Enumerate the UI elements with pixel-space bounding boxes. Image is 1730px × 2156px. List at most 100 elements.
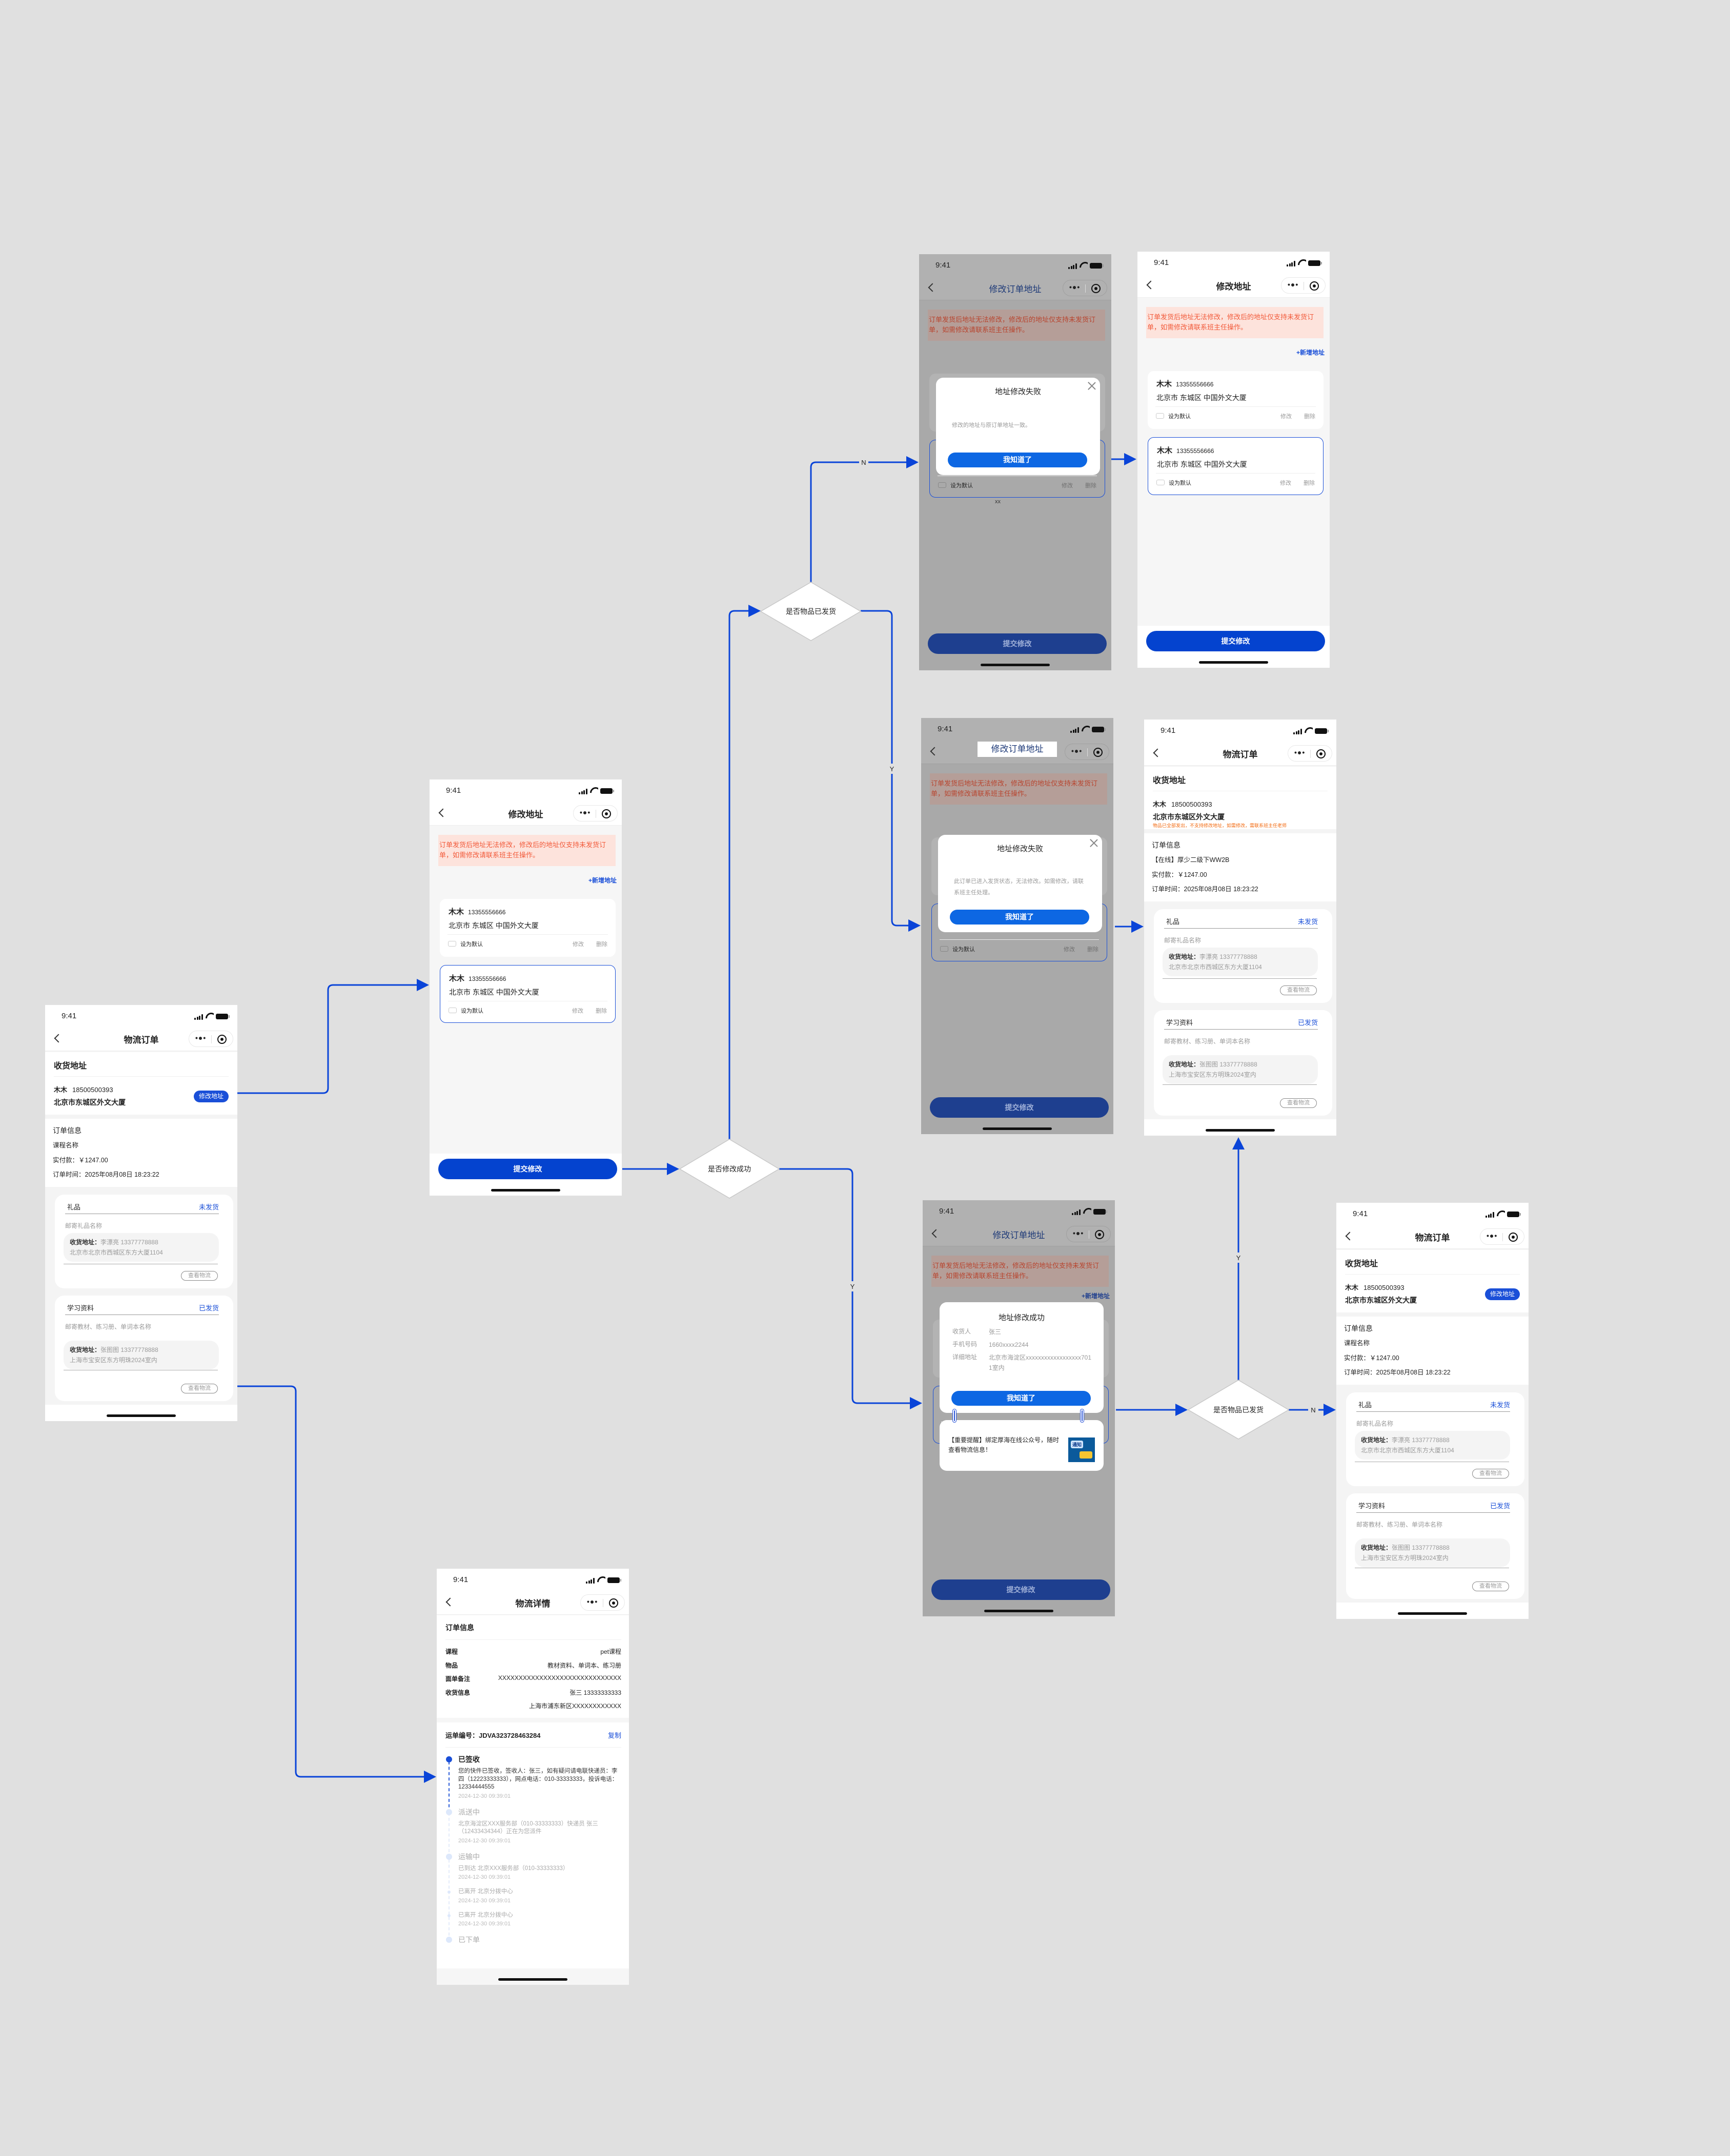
paid-amount: 实付款：￥1247.00: [1152, 871, 1207, 878]
delete-link[interactable]: 删除: [1304, 480, 1315, 486]
more-icon[interactable]: •●•: [580, 808, 591, 816]
more-icon[interactable]: •●•: [1487, 1231, 1498, 1240]
mini-program-capsule[interactable]: •●•: [580, 1594, 625, 1611]
add-address-link[interactable]: +新增地址: [588, 877, 617, 884]
edit-link[interactable]: 修改: [1280, 480, 1291, 486]
mini-program-capsule[interactable]: •●•: [1063, 280, 1107, 296]
close-icon[interactable]: [1088, 382, 1096, 390]
delete-link[interactable]: 删除: [1085, 483, 1096, 489]
page-title: 修改订单地址: [989, 284, 1042, 294]
more-icon[interactable]: •●•: [1288, 280, 1299, 289]
edit-link[interactable]: 修改: [1280, 414, 1292, 420]
submit-button[interactable]: 提交修改: [438, 1159, 617, 1179]
acknowledge-button[interactable]: 我知道了: [950, 910, 1089, 925]
address-line: 收货地址：李漂亮 13377778888: [1169, 952, 1312, 962]
mini-program-capsule[interactable]: •●•: [189, 1031, 233, 1047]
receiver-phone: 18500500393: [1363, 1284, 1405, 1291]
delete-link[interactable]: 删除: [1304, 414, 1315, 420]
address-detail: 上海市宝安区东方明珠2024室内: [1361, 1554, 1449, 1562]
close-target-icon[interactable]: [602, 809, 611, 818]
info-value: pet课程: [600, 1648, 621, 1655]
address-detail: 北京市北京市西城区东方大厦1104: [1169, 963, 1262, 971]
package-title: 学习资料: [1166, 1019, 1193, 1026]
close-target-icon[interactable]: [1316, 749, 1326, 758]
default-checkbox[interactable]: [1156, 413, 1164, 419]
mini-program-capsule[interactable]: •●•: [1288, 745, 1332, 762]
branch-label-y: Y: [890, 765, 894, 773]
home-indicator: [107, 1414, 176, 1417]
edit-link[interactable]: 修改: [1062, 483, 1073, 489]
add-address-link[interactable]: +新增地址: [1081, 1292, 1110, 1300]
acknowledge-button[interactable]: 我知道了: [951, 1391, 1091, 1406]
view-logistics-button[interactable]: 查看物流: [181, 1271, 218, 1281]
add-address-link[interactable]: +新增地址: [1296, 349, 1325, 356]
submit-button[interactable]: 提交修改: [931, 1579, 1110, 1600]
package-status: 未发货: [1297, 918, 1318, 926]
default-checkbox[interactable]: [938, 482, 946, 488]
edit-address-button[interactable]: 修改地址: [1485, 1288, 1520, 1300]
more-icon[interactable]: •●•: [1073, 1229, 1084, 1237]
more-icon[interactable]: •●•: [1294, 748, 1306, 756]
mini-program-capsule[interactable]: •●•: [1281, 277, 1326, 294]
back-icon[interactable]: [438, 808, 447, 817]
divider: [1164, 928, 1318, 929]
card-phone: 13355556666: [1176, 447, 1214, 455]
close-target-icon[interactable]: [1091, 284, 1101, 293]
view-logistics-button[interactable]: 查看物流: [181, 1384, 218, 1393]
submit-button[interactable]: 提交修改: [930, 1097, 1109, 1118]
home-indicator: [981, 664, 1050, 666]
back-icon[interactable]: [931, 1229, 941, 1238]
edit-address-button[interactable]: 修改地址: [194, 1091, 229, 1102]
mini-program-capsule[interactable]: •●•: [573, 805, 618, 822]
info-label: 面单备注: [445, 1675, 471, 1682]
delete-link[interactable]: 删除: [596, 1008, 607, 1014]
address-line: 收货地址：张图图 13377778888: [70, 1345, 213, 1355]
more-icon[interactable]: •●•: [1069, 283, 1081, 291]
back-icon[interactable]: [54, 1034, 63, 1043]
mini-program-capsule[interactable]: •●•: [1065, 744, 1109, 760]
default-checkbox[interactable]: [449, 1008, 457, 1013]
mini-program-capsule[interactable]: •●•: [1066, 1226, 1111, 1242]
view-logistics-button[interactable]: 查看物流: [1280, 985, 1317, 995]
acknowledge-button[interactable]: 我知道了: [948, 453, 1087, 467]
edit-link[interactable]: 修改: [573, 941, 584, 948]
close-icon[interactable]: [1090, 839, 1098, 847]
edit-link[interactable]: 修改: [1064, 947, 1075, 953]
default-checkbox[interactable]: [448, 941, 456, 947]
edit-link[interactable]: 修改: [572, 1008, 583, 1014]
more-icon[interactable]: •●•: [1071, 747, 1083, 755]
delete-link[interactable]: 删除: [596, 941, 607, 948]
close-target-icon[interactable]: [1093, 748, 1103, 757]
view-logistics-button[interactable]: 查看物流: [1280, 1098, 1317, 1108]
decision-shipped-bottom: [1187, 1380, 1290, 1440]
copy-button[interactable]: 复制: [607, 1732, 621, 1739]
view-logistics-button[interactable]: 查看物流: [1472, 1582, 1509, 1591]
alert-dialog: 地址修改失败此订单已进入发货状态，无法修改。如需修改，请联系班主任处理。我知道了: [938, 835, 1102, 932]
back-icon[interactable]: [1153, 748, 1162, 757]
submit-button[interactable]: 提交修改: [928, 633, 1107, 654]
back-icon[interactable]: [1146, 280, 1155, 290]
default-checkbox[interactable]: [940, 946, 948, 952]
more-icon[interactable]: •●•: [587, 1597, 598, 1606]
close-target-icon[interactable]: [1310, 281, 1319, 291]
close-target-icon[interactable]: [1095, 1230, 1104, 1239]
view-logistics-button[interactable]: 查看物流: [1472, 1469, 1509, 1479]
close-target-icon[interactable]: [609, 1598, 618, 1608]
more-icon[interactable]: •●•: [195, 1034, 207, 1042]
back-icon[interactable]: [1345, 1231, 1354, 1241]
close-target-icon[interactable]: [217, 1035, 227, 1044]
delete-link[interactable]: 删除: [1087, 947, 1098, 953]
submit-button[interactable]: 提交修改: [1146, 631, 1325, 651]
default-checkbox[interactable]: [1156, 480, 1165, 485]
mini-program-capsule[interactable]: •●•: [1480, 1228, 1524, 1245]
back-icon[interactable]: [928, 283, 937, 292]
row-label: 收货人: [952, 1328, 971, 1335]
back-icon[interactable]: [930, 747, 939, 756]
back-icon[interactable]: [445, 1597, 455, 1607]
close-target-icon[interactable]: [1509, 1233, 1518, 1242]
